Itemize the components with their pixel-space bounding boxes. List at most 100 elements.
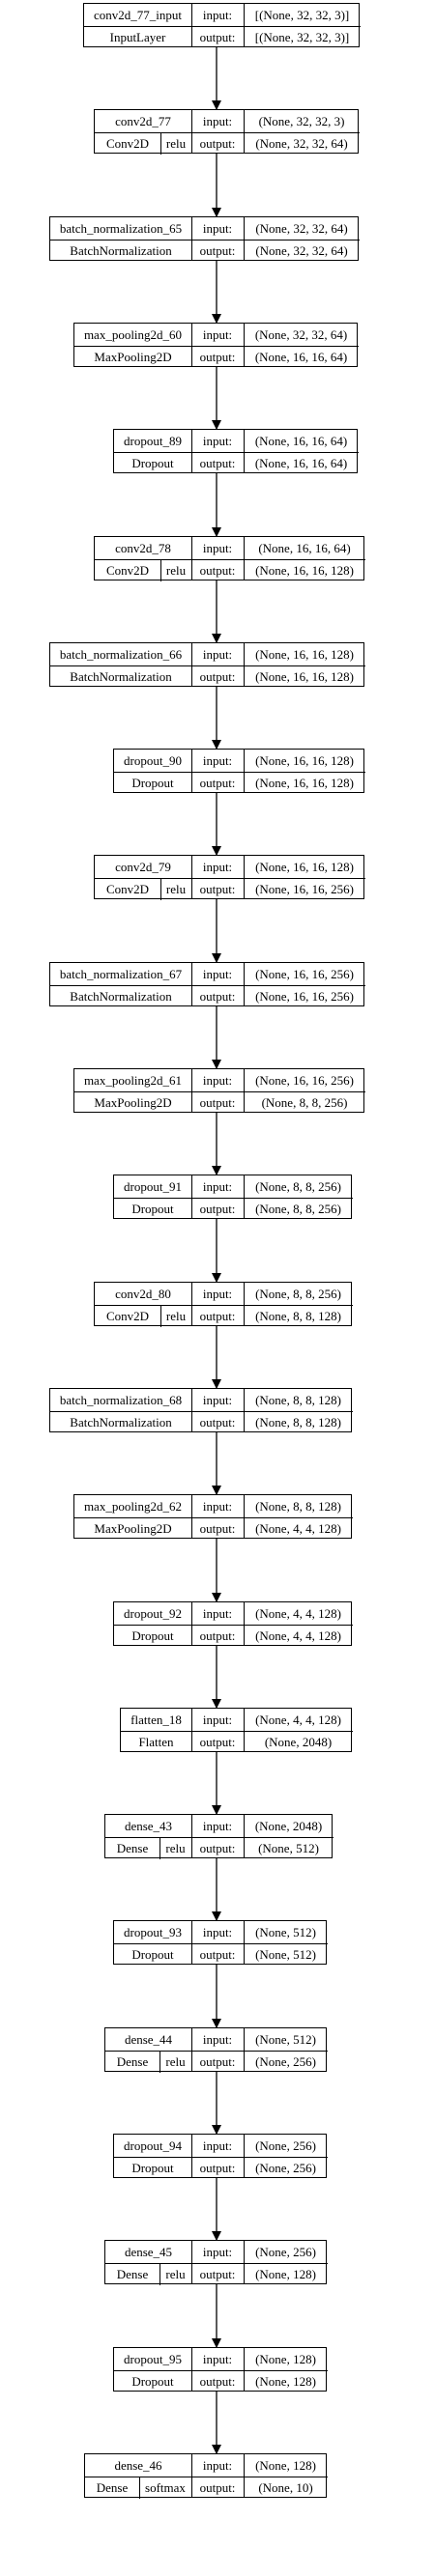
cell-divider <box>191 2028 192 2071</box>
cell-divider <box>244 1389 245 1431</box>
layer-name: conv2d_80 <box>115 1287 171 1301</box>
cell-divider <box>191 2241 192 2283</box>
cell-divider <box>160 1305 161 1327</box>
layer-type: BatchNormalization <box>70 243 172 258</box>
input-label: input: <box>202 2458 233 2473</box>
input-shape: (None, 512) <box>255 2032 316 2047</box>
output-label: output: <box>199 30 236 44</box>
output-shape: (None, 8, 8, 256) <box>255 1202 341 1216</box>
output-shape: (None, 512) <box>258 1841 319 1855</box>
output-shape: (None, 128) <box>255 2267 316 2281</box>
layer-activation: relu <box>165 1841 186 1855</box>
layer-type: MaxPooling2D <box>94 1095 172 1110</box>
row-divider <box>74 345 359 347</box>
layer-name: dropout_92 <box>124 1606 182 1621</box>
row-divider <box>105 2262 328 2264</box>
output-label: output: <box>199 1628 236 1643</box>
layer-type: Dense <box>116 2267 149 2281</box>
output-shape: (None, 16, 16, 64) <box>254 350 348 364</box>
input-shape: (None, 16, 16, 128) <box>255 860 354 874</box>
cell-divider <box>244 1709 245 1751</box>
input-label: input: <box>202 327 233 342</box>
layer-type: Dropout <box>131 1202 174 1216</box>
output-label: output: <box>199 2374 236 2389</box>
layer-name: batch_normalization_68 <box>59 1393 183 1407</box>
output-shape: (None, 4, 4, 128) <box>255 1628 341 1643</box>
output-shape: (None, 16, 16, 256) <box>255 989 354 1004</box>
output-shape: (None, 2048) <box>264 1735 333 1749</box>
layer-type: BatchNormalization <box>70 989 172 1004</box>
cell-divider <box>191 1069 192 1112</box>
cell-divider <box>191 1283 192 1325</box>
input-shape: (None, 16, 16, 64) <box>258 541 351 555</box>
layer-name: flatten_18 <box>130 1713 182 1727</box>
output-label: output: <box>199 350 236 364</box>
input-label: input: <box>202 1287 233 1301</box>
layer-type: Flatten <box>138 1735 174 1749</box>
input-label: input: <box>202 434 233 448</box>
layer-type: Dropout <box>131 776 174 790</box>
cell-divider <box>244 4 245 46</box>
cell-divider <box>139 2477 140 2499</box>
row-divider <box>74 1090 365 1092</box>
row-divider <box>121 1730 353 1732</box>
layer-name: dense_43 <box>124 1819 173 1833</box>
input-shape: (None, 4, 4, 128) <box>255 1606 341 1621</box>
cell-divider <box>191 217 192 260</box>
input-shape: (None, 16, 16, 256) <box>255 1073 354 1088</box>
layer-type: Dropout <box>131 2374 174 2389</box>
row-divider <box>114 451 359 453</box>
layer-activation: relu <box>165 136 187 151</box>
output-shape: (None, 16, 16, 128) <box>255 563 354 578</box>
cell-divider <box>244 1069 245 1112</box>
input-shape: (None, 8, 8, 256) <box>255 1179 341 1194</box>
output-shape: (None, 32, 32, 64) <box>255 136 348 151</box>
output-label: output: <box>199 989 236 1004</box>
layer-type: Dense <box>96 2480 129 2495</box>
row-divider <box>95 131 360 133</box>
layer-type: BatchNormalization <box>70 1415 172 1430</box>
cell-divider <box>244 750 245 792</box>
layer-name: batch_normalization_67 <box>59 967 183 981</box>
cell-divider <box>244 643 245 686</box>
layer-activation: softmax <box>145 2480 186 2495</box>
input-shape: (None, 256) <box>255 2245 316 2259</box>
layer-name: max_pooling2d_60 <box>83 327 183 342</box>
cell-divider <box>191 1709 192 1751</box>
input-label: input: <box>202 1499 233 1514</box>
cell-divider <box>191 110 192 153</box>
cell-divider <box>191 2454 192 2497</box>
layer-name: conv2d_79 <box>115 860 171 874</box>
layer-type: Conv2D <box>105 563 150 578</box>
output-label: output: <box>199 1947 236 1962</box>
output-shape: [(None, 32, 32, 3)] <box>254 30 350 44</box>
input-label: input: <box>202 1179 233 1194</box>
output-shape: (None, 512) <box>255 1947 316 1962</box>
output-shape: (None, 256) <box>255 2161 316 2175</box>
cell-divider <box>244 1175 245 1218</box>
cell-divider <box>244 1495 245 1538</box>
cell-divider <box>244 963 245 1005</box>
layer-activation: relu <box>165 563 187 578</box>
layer-name: dropout_90 <box>124 753 182 768</box>
output-label: output: <box>199 243 236 258</box>
input-label: input: <box>202 753 233 768</box>
input-shape: (None, 16, 16, 64) <box>254 434 348 448</box>
cell-divider <box>191 963 192 1005</box>
input-label: input: <box>202 647 233 662</box>
layer-type: Conv2D <box>105 136 150 151</box>
input-label: input: <box>202 1393 233 1407</box>
input-label: input: <box>202 541 233 555</box>
layer-name: max_pooling2d_61 <box>83 1073 183 1088</box>
layer-type: Dropout <box>131 1947 174 1962</box>
